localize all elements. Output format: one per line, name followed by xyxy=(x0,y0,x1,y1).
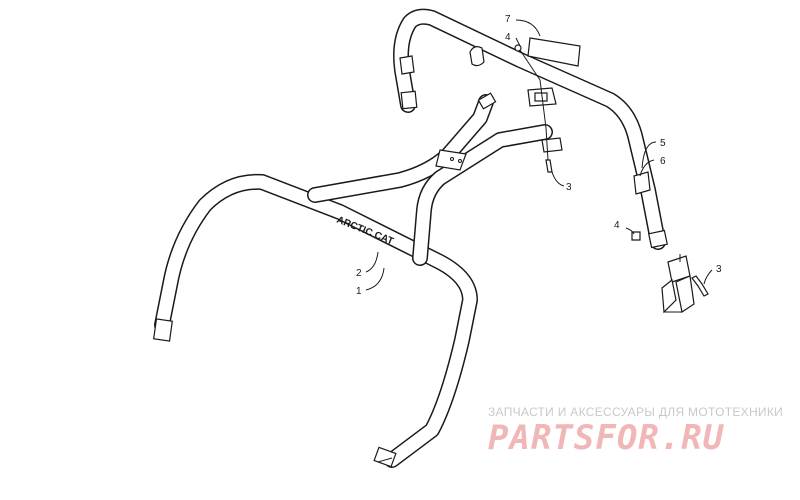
leader-lines xyxy=(365,19,713,291)
decal-strip xyxy=(527,37,581,67)
watermark-tagline: ЗАПЧАСТИ И АКСЕССУАРЫ ДЛЯ МОТОТЕХНИКИ xyxy=(488,405,784,419)
callout-1: 1 xyxy=(356,286,362,297)
callout-6: 6 xyxy=(660,156,666,167)
callout-7: 7 xyxy=(505,14,511,25)
rear-roll-bar xyxy=(393,8,668,250)
callout-4-upper: 4 xyxy=(505,32,511,43)
callout-3-lower: 3 xyxy=(716,264,722,275)
cross-braces xyxy=(307,92,553,266)
callout-2: 2 xyxy=(356,268,362,279)
callout-5: 5 xyxy=(660,138,666,149)
clamp-brackets xyxy=(469,46,651,195)
front-roll-bar xyxy=(153,173,478,468)
callout-3-upper: 3 xyxy=(566,182,572,193)
callout-4-lower: 4 xyxy=(614,220,620,231)
watermark-logo: PARTSFOR.RU xyxy=(488,418,725,458)
hinge-mount xyxy=(661,254,695,314)
